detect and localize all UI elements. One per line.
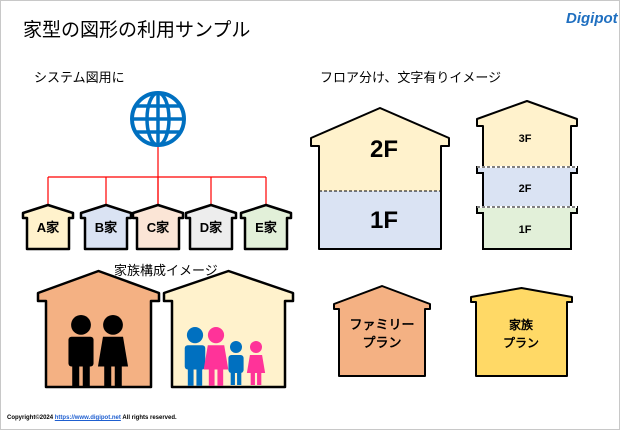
person-body — [184, 345, 206, 370]
mother-icon — [97, 315, 129, 387]
house-A家 — [21, 203, 75, 251]
house-B家 — [79, 203, 133, 251]
floor-2f-band — [311, 108, 449, 191]
floor-label-3f: 3F — [519, 133, 532, 145]
house-label: D家 — [200, 220, 223, 235]
house-C家 — [131, 203, 185, 251]
page-title: 家型の図形の利用サンプル — [23, 19, 251, 41]
person-leg — [237, 371, 242, 385]
plan-label: プラン — [362, 335, 401, 350]
person-body — [228, 355, 244, 373]
section-system-label: システム図用に — [34, 71, 125, 86]
person-leg — [208, 366, 215, 386]
plan-house-family — [333, 285, 431, 377]
footer-link[interactable]: https://www.digipot.net — [54, 415, 121, 421]
person-body — [246, 355, 266, 373]
person-head — [71, 315, 91, 335]
person-head — [230, 341, 242, 353]
house-label: C家 — [147, 220, 170, 235]
plan-label: プラン — [503, 335, 539, 350]
person-leg — [257, 371, 262, 385]
section-family-label: 家族構成イメージ — [114, 264, 218, 279]
copyright-footer: Copyright©2024 https://www.digipot.net A… — [7, 415, 177, 421]
floor-label-2f: 2F — [519, 183, 532, 195]
person-leg — [187, 366, 194, 386]
person-leg — [82, 363, 90, 387]
floor-label-2f: 2F — [370, 136, 398, 163]
person-body — [97, 336, 129, 367]
plan-label: 家族 — [509, 317, 534, 332]
plan-house-kazoku — [470, 287, 573, 377]
house-label: E家 — [255, 220, 278, 235]
person-leg — [217, 366, 224, 386]
father-icon — [184, 327, 206, 386]
section-floor-label: フロア分け、文字有りイメージ — [320, 71, 502, 86]
person-leg — [250, 371, 255, 385]
family-house-couple — [36, 269, 161, 389]
plan-label: ファミリー — [349, 317, 414, 332]
floor-house-outline — [310, 107, 450, 250]
person-head — [186, 327, 204, 344]
person-leg — [72, 363, 80, 387]
person-leg — [104, 363, 112, 387]
floor-label-1f: 1F — [370, 207, 398, 234]
daughter-icon — [246, 341, 266, 385]
stack-3f — [476, 100, 578, 168]
digipot-logo: Digipot — [566, 10, 618, 27]
house-label: B家 — [95, 220, 118, 235]
person-leg — [196, 366, 203, 386]
person-head — [207, 327, 225, 344]
floor-label-1f: 1F — [519, 224, 532, 236]
person-body — [68, 336, 94, 367]
person-leg — [230, 371, 235, 385]
person-body — [203, 345, 229, 370]
person-head — [250, 341, 262, 353]
son-icon — [228, 341, 244, 385]
father-icon — [68, 315, 94, 387]
house-E家 — [239, 203, 293, 251]
person-head — [103, 315, 123, 335]
person-leg — [114, 363, 122, 387]
house-label: A家 — [37, 220, 60, 235]
mother-icon — [203, 327, 229, 386]
globe-icon — [130, 91, 186, 147]
house-D家 — [184, 203, 238, 251]
